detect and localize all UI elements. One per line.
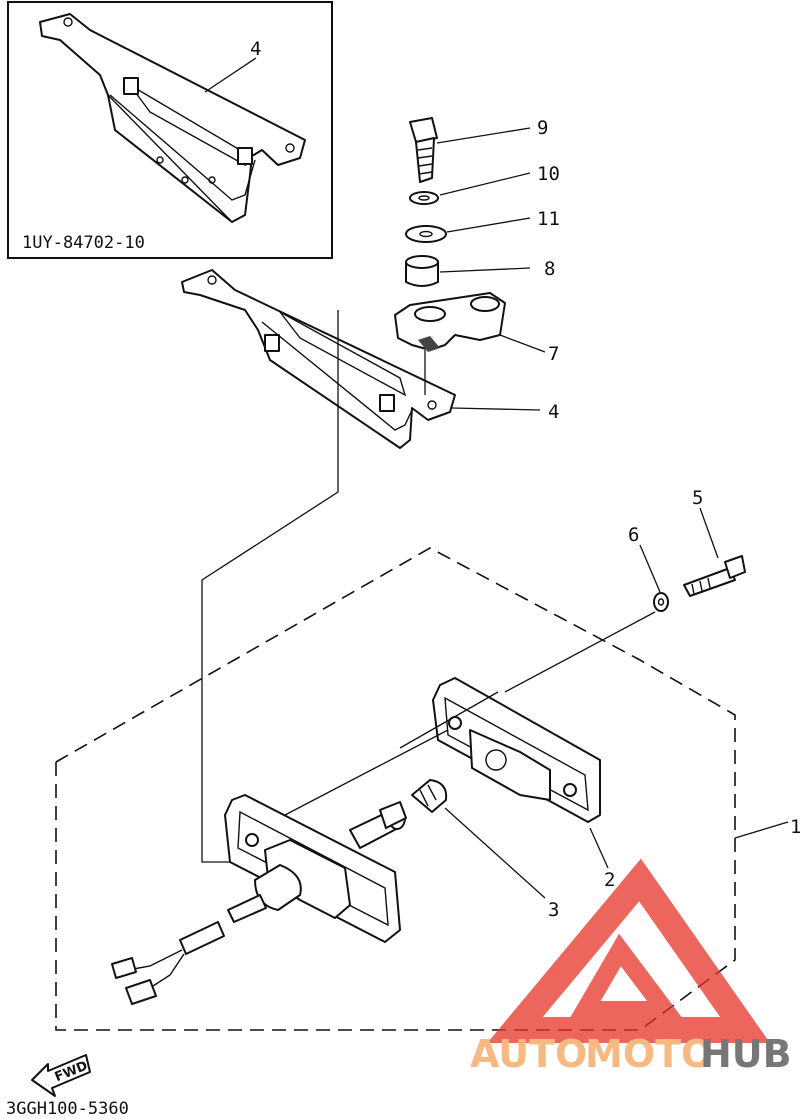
label-5: 5 [692, 487, 703, 509]
collar-part-8 [405, 255, 439, 287]
wire-harness [111, 894, 267, 1005]
label-2: 2 [604, 869, 615, 891]
inset-code: 1UY-84702-10 [22, 233, 145, 253]
screw-part-5 [683, 555, 746, 597]
lock-washer-part-10 [409, 191, 439, 205]
label-11: 11 [537, 208, 560, 230]
washer-part-11 [405, 225, 447, 243]
automotohub-watermark-logo: AUTO MOTO HUB [470, 858, 792, 1076]
watermark-text-hub: HUB [700, 1032, 792, 1076]
watermark-text-auto: AUTO [470, 1032, 587, 1076]
label-9: 9 [537, 117, 548, 139]
inset-box: 4 1UY-84702-10 [7, 1, 333, 259]
label-8: 8 [544, 258, 555, 280]
label-6: 6 [628, 524, 639, 546]
lamp-base [224, 794, 407, 943]
bulb-part-3 [411, 779, 448, 813]
bolt-part-9 [409, 117, 438, 183]
bracket-part-4 [181, 269, 456, 449]
fwd-arrow-icon: FWD [31, 1054, 91, 1097]
diagram-code: 3GGH100-5360 [6, 1099, 129, 1119]
watermark-triangle-outer [487, 858, 770, 1043]
label-10: 10 [537, 163, 560, 185]
watermark-triangle-inner [569, 933, 683, 1019]
stay-part-7 [394, 292, 506, 352]
label-4: 4 [548, 401, 559, 423]
inset-part-number: 4 [250, 38, 261, 60]
washer-part-6 [653, 592, 669, 612]
inset-bracket [39, 13, 306, 223]
lens-part-2 [432, 677, 601, 823]
watermark-text-moto: MOTO [585, 1032, 713, 1076]
label-7: 7 [548, 343, 559, 365]
label-3: 3 [548, 899, 559, 921]
label-1: 1 [790, 816, 800, 838]
